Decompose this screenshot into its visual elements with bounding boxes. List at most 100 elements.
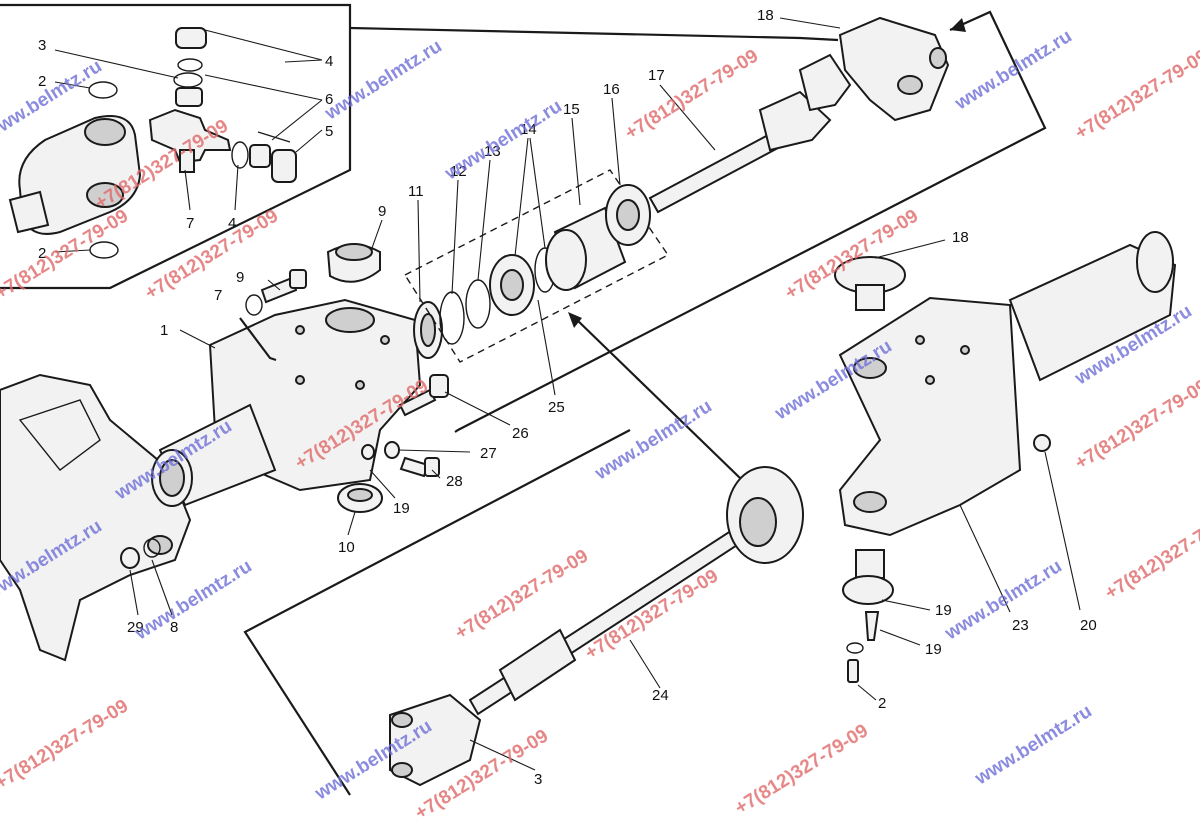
washer-7-lower xyxy=(143,538,161,558)
fasteners-lower xyxy=(337,374,449,513)
bolt-2 xyxy=(847,659,859,683)
frame-fasteners xyxy=(120,538,161,569)
inset-spider-stem xyxy=(179,149,195,173)
route-inset-to-17 xyxy=(349,26,839,42)
shaft-23-spline xyxy=(498,628,577,702)
callout-11: 12 xyxy=(450,163,467,180)
bearing-gear-stack xyxy=(489,184,651,316)
inset-seal-top xyxy=(177,58,203,72)
callout-4-lower: 5 xyxy=(325,123,333,140)
bearing-23-bore xyxy=(739,497,777,547)
callout-2-top: 2 xyxy=(38,73,46,90)
callout-8: 9 xyxy=(236,269,244,286)
watermark-site: www.belmtz.ru xyxy=(941,556,1066,645)
seal-10-bore xyxy=(420,313,436,347)
inset-ring-right xyxy=(231,141,249,169)
watermark-site: www.belmtz.ru xyxy=(951,26,1076,115)
flange-18-bottom-stem xyxy=(855,549,885,579)
housing-hole-b xyxy=(380,335,390,345)
inset-bearing-cap-top xyxy=(175,27,207,49)
leader-lines xyxy=(54,17,1081,771)
bolt-8-shank xyxy=(260,276,298,304)
inset-ring-top xyxy=(173,72,203,88)
callout-10: 11 xyxy=(408,183,424,200)
inset-universal-joint xyxy=(0,3,352,290)
housing-hole-c xyxy=(295,375,305,385)
ring-11 xyxy=(439,291,465,345)
housing-20-bore-top xyxy=(853,357,887,379)
watermark-phone: +7(812)327-79-09 xyxy=(1102,506,1200,605)
callout-2-inset-bottom: 2 xyxy=(38,245,46,262)
arrow-head-box xyxy=(568,312,582,328)
housing-17-bore xyxy=(897,75,923,95)
housing-20-body xyxy=(838,296,1022,537)
nut-9-top-bore xyxy=(335,243,373,261)
inset-yoke-boss xyxy=(8,190,50,234)
bolt-8-group xyxy=(245,269,307,316)
housing-17-eye xyxy=(929,47,947,69)
gear-14-face xyxy=(545,229,587,291)
spring-19 xyxy=(864,611,880,641)
callout-12: 13 xyxy=(484,143,501,160)
washer-19-lower xyxy=(846,642,864,654)
housing-hole-a xyxy=(295,325,305,335)
callout-4-top: 4 xyxy=(325,53,333,70)
screw-26-shank xyxy=(398,388,437,417)
callout-23: 24 xyxy=(652,687,669,704)
housing-20-bore-bottom xyxy=(853,491,887,513)
callout-13: 14 xyxy=(520,121,537,138)
nut-27 xyxy=(384,441,400,459)
bearing-assembly-dashed-box xyxy=(403,169,670,363)
watermark-site: www.belmtz.ru xyxy=(321,36,446,125)
callout-2-bottom: 2 xyxy=(878,695,886,712)
callout-7-bottom: 8 xyxy=(170,619,178,636)
inset-bearing-cap-right xyxy=(271,149,297,183)
watermark-phone: +7(812)327-79-09 xyxy=(452,546,593,645)
watermark-site: www.belmtz.ru xyxy=(971,701,1096,790)
callout-18-top: 18 xyxy=(952,229,969,246)
callout-labels: 3 2 2 4 6 5 7 4 1 9 7 9 11 12 13 14 15 1… xyxy=(38,7,1097,788)
flange-18-bottom xyxy=(842,434,1051,683)
housing-tube-bore xyxy=(159,459,185,497)
route-housing-arrow xyxy=(239,317,277,362)
routing-lines xyxy=(239,10,1047,796)
watermark-phone: +7(812)327-79-09 xyxy=(1072,46,1200,145)
housing-hole-d xyxy=(355,380,365,390)
callout-19-lower: 19 xyxy=(925,641,942,658)
housing-20-hole-a xyxy=(915,335,925,345)
screw-28-head xyxy=(424,457,440,477)
inset-needle xyxy=(257,131,291,143)
yoke-16-end xyxy=(798,53,852,112)
callout-18-bottom: 19 xyxy=(935,602,952,619)
callout-24: 3 xyxy=(534,771,542,788)
callout-14: 15 xyxy=(563,101,580,118)
watermarks: www.belmtz.ru +7(812)327-79-09 www.belmt… xyxy=(0,26,1200,824)
housing-top-bore xyxy=(325,307,375,333)
flange-18-top-stem xyxy=(855,284,885,311)
bolt-8-head xyxy=(289,269,307,289)
ring-12 xyxy=(465,279,491,329)
yoke-24-eye-top xyxy=(391,712,413,728)
callout-19-left: 19 xyxy=(393,500,410,517)
inset-yoke-eye-bottom xyxy=(86,182,124,208)
callout-3-lower: 4 xyxy=(228,215,236,232)
inset-yoke-eye-top xyxy=(84,118,126,146)
flange-18-top xyxy=(834,256,906,311)
callout-9-bottom: 10 xyxy=(338,539,355,556)
watermark-phone: +7(812)327-79-09 xyxy=(622,46,763,145)
route-bottom-frame xyxy=(243,429,631,796)
callout-20: 23 xyxy=(1012,617,1029,634)
inset-snap-ring-top xyxy=(88,81,118,99)
callout-9-top: 9 xyxy=(378,203,386,220)
inset-cup-top xyxy=(175,87,203,107)
housing-20-hole-c xyxy=(925,375,935,385)
frame-rib xyxy=(18,399,101,471)
callout-28: 28 xyxy=(446,473,463,490)
housing-20-tube xyxy=(1008,243,1177,382)
inset-cup-right xyxy=(249,144,271,168)
bearing-15-bore xyxy=(616,199,640,231)
shaft-23-group xyxy=(468,466,804,716)
plug-19 xyxy=(1033,434,1051,452)
